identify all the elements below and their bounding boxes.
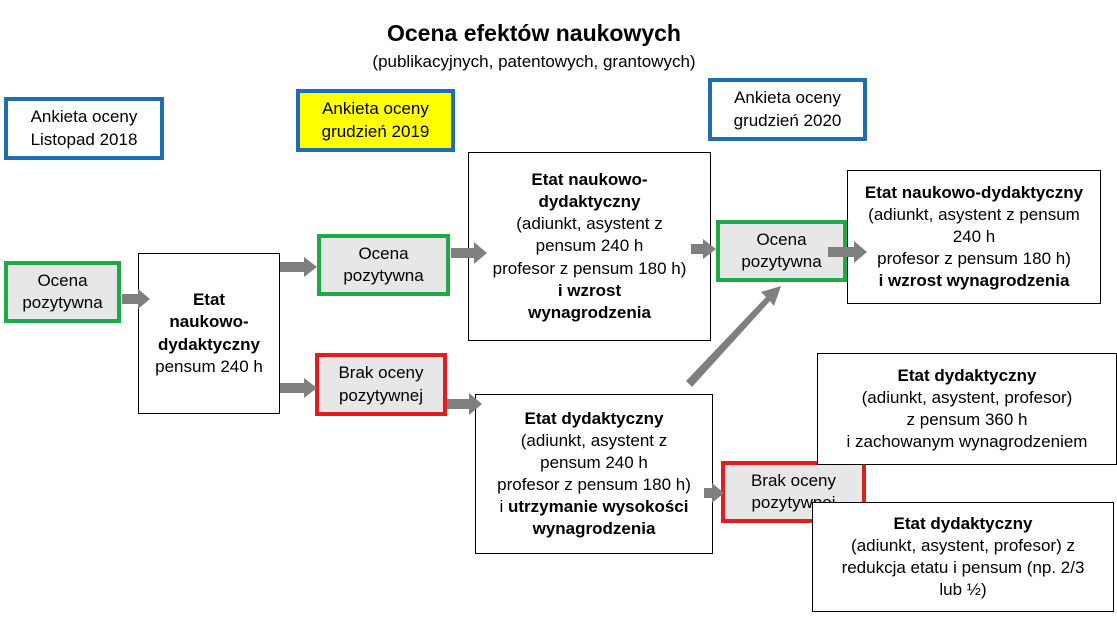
etat-start-bold3: dydaktyczny [157,334,261,354]
negative-line2: pozytywnej [338,385,424,405]
etat-nd-mid-line1: (adiunkt, asystent z [516,214,663,234]
diagram-title: Ocena efektów naukowych [387,20,681,46]
survey-2019-line1: Ankieta oceny [322,99,429,119]
positive-line2: pozytywna [741,252,822,271]
etat-d-mid-line4: i utrzymanie wysokości [500,496,689,518]
arrow-d-mid-to-negative [704,483,724,503]
survey-2018-line1: Ankieta oceny [30,107,138,127]
survey-2019-box: Ankieta oceny grudzień 2019 [296,89,455,152]
arrow-etat-to-negative [280,378,317,398]
etat-d-right1-line2: z pensum 360 h [906,410,1028,429]
etat-d-right1-bold: Etat dydaktyczny [897,365,1037,385]
etat-d-right2-line1: (adiunkt, asystent, profesor) z [851,535,1075,555]
etat-d-right1-line1: (adiunkt, asystent, profesor) [861,387,1073,407]
etat-teaching-mid: Etat dydaktyczny (adiunkt, asystent z pe… [475,394,713,554]
arrow-start-to-etat [122,289,150,309]
positive-line1: Ocena [37,270,88,290]
etat-nd-mid-line3: profesor z pensum 180 h) [492,258,687,278]
diagram-subtitle: (publikacyjnych, patentowych, grantowych… [372,52,696,71]
etat-nd-mid-bold3: i wzrost [557,280,622,300]
etat-d-mid-bold2: utrzymanie wysokości [508,497,689,517]
etat-d-mid-prefix: i [499,497,509,517]
etat-d-mid-bold3: wynagrodzenia [532,519,656,539]
etat-nd-mid-bold2: dydaktyczny [538,192,641,212]
negative-line1: Brak oceny [338,363,424,383]
survey-2020-line1: Ankieta oceny [734,88,841,108]
arrow-nd-mid-to-positive [691,239,716,259]
positive-assessment-2019: Ocena pozytywna [317,234,450,296]
survey-2020-box: Ankieta oceny grudzień 2020 [708,78,867,141]
etat-d-mid-line3: profesor z pensum 180 h) [497,475,691,494]
survey-2019-line2: grudzień 2019 [321,121,430,141]
etat-research-teaching-right: Etat naukowo-dydaktyczny (adiunkt, asyst… [847,170,1101,304]
survey-2020-line2: grudzień 2020 [733,110,842,130]
etat-nd-right-line2: 240 h [952,226,996,246]
etat-nd-right-line1: (adiunkt, asystent z pensum [868,204,1080,224]
arrow-negative-to-d-mid [447,393,482,415]
etat-nd-right-line3: profesor z pensum 180 h) [877,249,1071,269]
etat-nd-right-bold1: Etat naukowo-dydaktyczny [864,182,1084,202]
survey-2018-line2: Listopad 2018 [30,129,138,149]
etat-nd-mid-bold1: Etat naukowo- [531,170,648,190]
etat-start-box: Etat naukowo- dydaktyczny pensum 240 h [138,253,280,414]
arrow-d-mid-up-to-positive [686,286,781,387]
etat-research-teaching-mid: Etat naukowo- dydaktyczny (adiunkt, asys… [468,152,711,341]
positive-line1: Ocena [358,243,409,263]
etat-nd-mid-line2: pensum 240 h [535,236,644,256]
negative-assessment-2019: Brak oceny pozytywnej [315,353,447,416]
positive-assessment-start: Ocena pozytywna [4,261,121,323]
arrow-positive-to-nd-right [828,241,867,263]
etat-start-pensum: pensum 240 h [155,356,263,376]
arrow-positive-to-nd-mid [451,242,487,264]
etat-teaching-right-2: Etat dydaktyczny (adiunkt, asystent, pro… [812,502,1114,612]
etat-nd-right-bold2: i wzrost wynagrodzenia [878,271,1070,291]
etat-teaching-right-1: Etat dydaktyczny (adiunkt, asystent, pro… [817,353,1117,465]
positive-line2: pozytywna [22,293,103,312]
positive-line2: pozytywna [343,266,424,285]
positive-line1: Ocena [756,229,807,249]
etat-d-right2-bold: Etat dydaktyczny [893,513,1033,533]
negative-line1: Brak oceny [750,470,837,490]
etat-d-mid-line1: (adiunkt, asystent z [520,430,668,450]
etat-d-right2-line3: lub ½) [939,580,987,600]
etat-d-right1-line3: i zachowanym wynagrodzeniem [846,432,1088,452]
positive-assessment-2020: Ocena pozytywna [716,220,847,282]
etat-d-mid-bold1: Etat dydaktyczny [524,408,664,428]
arrow-etat-to-positive [280,257,317,277]
etat-d-mid-line2: pensum 240 h [540,452,648,472]
survey-2018-box: Ankieta oceny Listopad 2018 [4,97,164,160]
etat-start-bold2: naukowo- [169,312,249,332]
etat-d-right2-line2: redukcja etatu i pensum (np. 2/3 [841,558,1085,577]
etat-nd-mid-bold4: wynagrodzenia [528,302,651,322]
etat-start-bold1: Etat [192,290,226,310]
